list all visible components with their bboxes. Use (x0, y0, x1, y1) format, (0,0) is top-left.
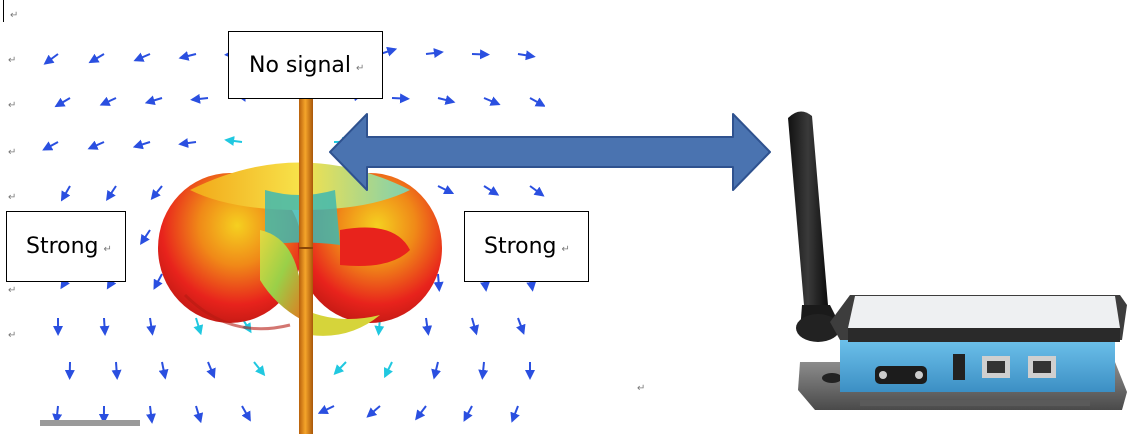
field-vector-arrow (193, 317, 204, 336)
field-vector-arrow (510, 405, 520, 423)
strong-right-label: Strong ↵ (464, 211, 589, 282)
field-vector-arrow (437, 185, 455, 195)
field-vector-arrow (60, 185, 71, 202)
paragraph-mark: ↵ (8, 285, 17, 296)
field-vector-arrow (132, 139, 151, 150)
paragraph-mark: ↵ (10, 10, 19, 21)
field-vector-arrow (99, 317, 110, 336)
device-body (830, 295, 1127, 392)
field-vector-arrow (88, 53, 105, 64)
paragraph-mark: ↵ (8, 192, 17, 203)
paragraph-mark: ↵ (561, 244, 570, 255)
device-antenna (788, 111, 840, 342)
strong-left-label: Strong ↵ (6, 211, 126, 282)
paragraph-mark: ↵ (103, 244, 112, 255)
field-vector-arrow (516, 317, 526, 335)
field-vector-arrow (144, 95, 163, 106)
text-cursor (3, 0, 4, 22)
field-vector-arrow (140, 229, 151, 245)
field-vector-arrow (178, 138, 197, 149)
field-vector-arrow (463, 405, 473, 422)
field-vector-arrow (483, 185, 500, 196)
field-vector-arrow (253, 361, 266, 377)
radiation-torus (158, 162, 442, 336)
field-vector-arrow (333, 361, 347, 376)
field-vector-arrow (178, 51, 197, 61)
wireless-gateway-icon (788, 111, 1127, 410)
field-vector-arrow (206, 361, 216, 379)
field-vector-arrow (145, 405, 156, 424)
field-vector-arrow (425, 48, 444, 59)
field-vector-arrow (153, 273, 163, 290)
double-headed-arrow-icon (329, 113, 771, 191)
field-vector-arrow (366, 405, 381, 418)
field-vector-arrow (384, 361, 393, 379)
field-vector-arrow (517, 50, 536, 61)
field-vector-arrow (529, 97, 545, 107)
paragraph-mark: ↵ (637, 383, 646, 394)
field-vector-arrow (437, 95, 456, 105)
strong-right-text: Strong (484, 234, 557, 259)
field-vector-arrow (529, 185, 545, 197)
field-vector-arrow (241, 405, 251, 422)
field-vector-arrow (43, 53, 59, 65)
field-vector-arrow (483, 96, 501, 106)
field-vector-arrow (193, 405, 204, 424)
field-vector-arrow (146, 317, 157, 336)
field-vector-arrow (391, 93, 410, 104)
paragraph-mark: ↵ (8, 100, 17, 111)
field-vector-arrow (99, 96, 117, 106)
field-vector-arrow (317, 404, 335, 414)
field-vector-arrow (190, 93, 209, 104)
paragraph-mark: ↵ (8, 55, 17, 66)
strong-left-text: Strong (26, 234, 99, 259)
field-vector-arrow (150, 185, 163, 201)
field-vector-arrow (433, 273, 444, 292)
field-vector-arrow (87, 140, 105, 150)
field-vector-arrow (224, 136, 243, 146)
field-vector-arrow (52, 405, 63, 424)
field-vector-arrow (471, 49, 490, 60)
field-vector-arrow (158, 361, 169, 380)
field-vector-arrow (111, 361, 122, 380)
paragraph-mark: ↵ (356, 62, 365, 74)
no-signal-text: No signal (249, 52, 351, 78)
paragraph-mark: ↵ (8, 147, 17, 158)
field-vector-arrow (106, 185, 117, 201)
no-signal-label: No signal ↵ (228, 31, 383, 99)
paragraph-mark: ↵ (8, 330, 17, 341)
field-vector-arrow (478, 361, 489, 380)
field-vector-arrow (469, 317, 479, 336)
field-vector-arrow (42, 141, 59, 151)
field-vector-arrow (415, 405, 427, 421)
field-vector-arrow (422, 317, 433, 336)
field-vector-arrow (431, 361, 441, 380)
field-vector-arrow (54, 97, 71, 108)
dipole-antenna (299, 98, 313, 434)
field-vector-arrow (133, 52, 151, 62)
